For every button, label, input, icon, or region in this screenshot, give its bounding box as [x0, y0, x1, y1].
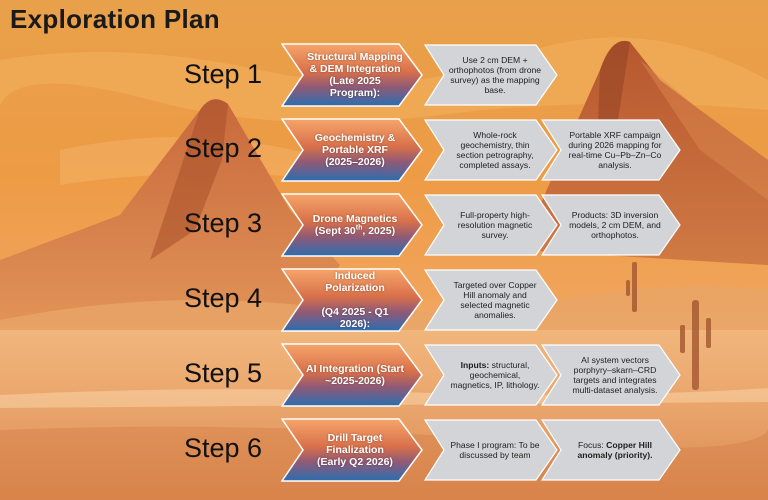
- step-5-detail-bold: Inputs:: [460, 359, 490, 370]
- step-6-detail2-bold: Copper Hill anomaly (priority).: [577, 439, 653, 460]
- step-6-phase-sub: (Early Q2 2026): [317, 456, 393, 468]
- step-4-label: Step 4: [184, 283, 263, 313]
- step-5-detail-rest: structural, geochemical, magnetics, IP, …: [450, 359, 540, 391]
- step-2-phase-chevron: Geochemistry & Portable XRF (2025–2026): [281, 118, 423, 182]
- step-4-detail-text: Targeted over Copper Hill anomaly and se…: [453, 279, 537, 321]
- step-1-detail-text: Use 2 cm DEM + orthophotos (from drone s…: [448, 54, 542, 96]
- step-3-phase-main: Drone Magnetics: [312, 213, 398, 225]
- step-6-label: Step 6: [184, 433, 263, 463]
- step-5-phase-chevron: AI Integration (Start ~2025-2026): [281, 343, 423, 407]
- step-2-label: Step 2: [184, 133, 263, 163]
- step-4-detail-chevron: Targeted over Copper Hill anomaly and se…: [424, 269, 558, 331]
- step-6-detail2-plain: Focus:: [577, 439, 607, 450]
- step-3-detail-text: Full-property high-resolution magnetic s…: [457, 209, 533, 241]
- step-5-label: Step 5: [184, 358, 263, 388]
- step-1-detail-chevron: Use 2 cm DEM + orthophotos (from drone s…: [424, 44, 558, 106]
- step-3-label: Step 3: [184, 208, 263, 238]
- step-6-detail-chevron: Phase I program: To be discussed by team: [424, 419, 558, 481]
- step-4-phase-chevron: Induced Polarization (Q4 2025 - Q1 2026)…: [281, 268, 423, 332]
- step-3-detail-chevron: Full-property high-resolution magnetic s…: [424, 194, 558, 256]
- step-6-detail2-chevron: Focus: Copper Hill anomaly (priority).: [541, 419, 681, 481]
- step-4-phase-main: Induced Polarization: [325, 270, 385, 294]
- page-title: Exploration Plan: [10, 4, 220, 34]
- step-3-phase-post: , 2025): [362, 225, 396, 237]
- step-3-detail2-chevron: Products: 3D inversion models, 2 cm DEM,…: [541, 194, 681, 256]
- step-3-phase-chevron: Drone Magnetics (Sept 30th, 2025): [281, 193, 423, 257]
- step-1-label: Step 1: [184, 59, 263, 89]
- step-6-detail2-text: Focus: Copper Hill anomaly (priority).: [566, 440, 664, 460]
- step-6-phase-chevron: Drill Target Finalization (Early Q2 2026…: [281, 418, 423, 482]
- step-5-phase-text: AI Integration (Start ~2025-2026): [305, 363, 404, 387]
- step-1-phase-text: Structural Mapping & DEM Integration (La…: [307, 51, 403, 99]
- step-3-phase-text: Drone Magnetics (Sept 30th, 2025): [305, 213, 405, 237]
- step-3-phase-sup: th: [355, 224, 363, 232]
- step-1-phase-chevron: Structural Mapping & DEM Integration (La…: [281, 43, 423, 107]
- step-4-phase-text: Induced Polarization (Q4 2025 - Q1 2026)…: [305, 270, 405, 330]
- step-3-detail2-text: Products: 3D inversion models, 2 cm DEM,…: [569, 209, 661, 241]
- step-5-detail2-text: AI system vectors porphyry–skarn–CRD tar…: [572, 354, 658, 396]
- step-3-phase-pre: (Sept 30: [314, 225, 356, 237]
- step-2-detail2-text: Portable XRF campaign during 2026 mappin…: [568, 129, 662, 171]
- step-4-phase-sub: (Q4 2025 - Q1 2026):: [321, 306, 389, 330]
- step-2-detail-chevron: Whole-rock geochemistry, thin section pe…: [424, 119, 558, 181]
- step-5-detail-text: Inputs: structural, geochemical, magneti…: [448, 360, 542, 391]
- step-2-detail-text: Whole-rock geochemistry, thin section pe…: [456, 129, 534, 171]
- step-5-detail2-chevron: AI system vectors porphyry–skarn–CRD tar…: [541, 344, 681, 406]
- step-6-phase-main: Drill Target Finalization: [326, 432, 384, 456]
- step-2-detail2-chevron: Portable XRF campaign during 2026 mappin…: [541, 119, 681, 181]
- step-6-detail-text: Phase I program: To be discussed by team: [450, 439, 540, 460]
- step-5-detail-chevron: Inputs: structural, geochemical, magneti…: [424, 344, 558, 406]
- step-2-phase-text: Geochemistry & Portable XRF (2025–2026): [314, 132, 396, 168]
- step-6-phase-text: Drill Target Finalization (Early Q2 2026…: [305, 432, 405, 468]
